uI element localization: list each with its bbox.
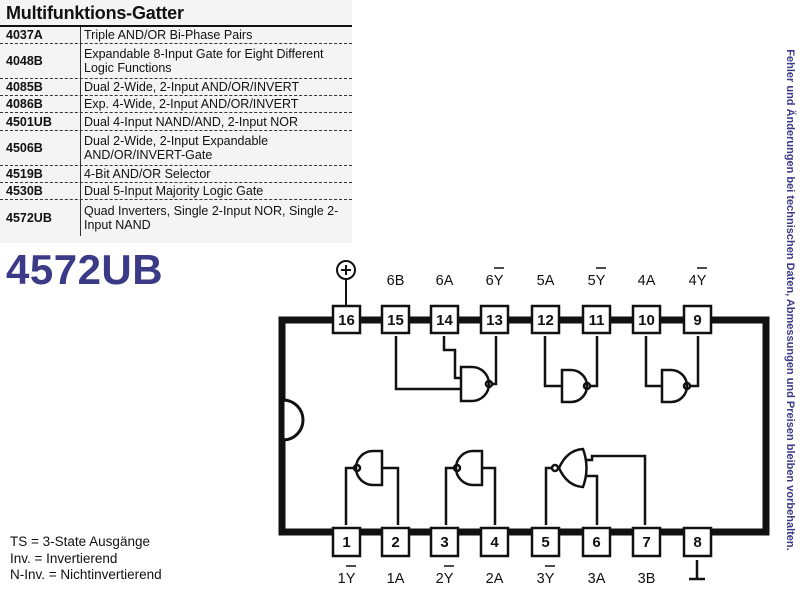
ic-number: 4085B	[6, 80, 43, 94]
bottom-pin-labels: 1Y 1A 2Y 2A 3Y 3A 3B	[338, 560, 705, 587]
pin-number: 16	[338, 312, 355, 329]
pin-7: 7	[631, 526, 662, 558]
pin-label-3: 2Y	[436, 571, 454, 587]
pin-label-9: 4Y	[689, 273, 707, 289]
pin-14: 14	[429, 304, 460, 335]
table-row: 4530B Dual 5-Input Majority Logic Gate	[0, 183, 352, 200]
pin-number: 4	[490, 534, 499, 551]
pin-number: 7	[642, 534, 650, 551]
ic-number: 4501UB	[6, 114, 52, 129]
ic-number: 4037A	[6, 28, 43, 42]
ic-description: Quad Inverters, Single 2-Input NOR, Sing…	[80, 200, 348, 236]
table-row: 4048B Expandable 8-Input Gate for Eight …	[0, 44, 352, 79]
pin-2: 2	[380, 526, 411, 558]
pin-number: 6	[592, 534, 600, 551]
pin-16: 16	[331, 304, 362, 335]
pin-label-6: 3A	[588, 571, 606, 587]
top-pin-row: 16 15 14 13 12 11 10 9	[331, 304, 713, 335]
pin-13: 13	[479, 304, 510, 335]
chip-notch	[281, 398, 305, 442]
ic-description: Dual 2-Wide, 2-Input Expandable AND/OR/I…	[80, 131, 348, 165]
ic-description: Triple AND/OR Bi-Phase Pairs	[80, 27, 348, 43]
ic-number: 4530B	[6, 184, 43, 198]
pin-number: 12	[537, 312, 554, 329]
pin-number: 3	[440, 534, 448, 551]
table-row: 4085B Dual 2-Wide, 2-Input AND/OR/INVERT	[0, 79, 352, 96]
pin-label-10: 4A	[638, 273, 656, 289]
table-row: 4519B 4-Bit AND/OR Selector	[0, 166, 352, 183]
pin-label-15: 6B	[387, 273, 405, 289]
table-row: 4506B Dual 2-Wide, 2-Input Expandable AN…	[0, 131, 352, 166]
ic-number: 4086B	[6, 97, 43, 111]
pin-number: 2	[391, 534, 399, 551]
ic-description: Dual 4-Input NAND/AND, 2-Input NOR	[80, 113, 348, 130]
pin-10: 10	[631, 304, 662, 335]
pin-label-2: 1A	[387, 571, 405, 587]
ground-icon	[689, 560, 705, 581]
pin-label-13: 6Y	[486, 273, 504, 289]
pin-5: 5	[530, 526, 561, 558]
pin-15: 15	[380, 304, 411, 335]
title-divider	[0, 25, 352, 27]
pin-4: 4	[479, 526, 510, 558]
chip-body	[278, 316, 770, 536]
ic-description: Expandable 8-Input Gate for Eight Differ…	[80, 44, 348, 78]
top-pin-labels: 6B 6A 6Y 5A 5Y 4A 4Y	[336, 260, 707, 306]
table-row: 4037A Triple AND/OR Bi-Phase Pairs	[0, 27, 352, 44]
pin-1: 1	[331, 526, 362, 558]
pin-label-14: 6A	[436, 273, 454, 289]
ic-description: Exp. 4-Wide, 2-Input AND/OR/INVERT	[80, 96, 348, 112]
pin-label-11: 5Y	[588, 273, 606, 289]
pin-number: 14	[436, 312, 453, 329]
ic-number: 4572UB	[6, 211, 52, 225]
pin-number: 15	[387, 312, 404, 329]
pin-number: 1	[342, 534, 350, 551]
chip-name-heading: 4572UB	[6, 246, 164, 293]
table-row: 4572UB Quad Inverters, Single 2-Input NO…	[0, 200, 352, 236]
inverter-gate-4	[644, 336, 700, 404]
table-row: 4086B Exp. 4-Wide, 2-Input AND/OR/INVERT	[0, 96, 352, 113]
pin-11: 11	[581, 304, 612, 335]
pin-number: 11	[589, 312, 605, 329]
ic-number: 4506B	[6, 141, 43, 155]
pin-6: 6	[581, 526, 612, 558]
legend-item: Inv. = Invertierend	[10, 550, 118, 566]
ic-description: Dual 2-Wide, 2-Input AND/OR/INVERT	[80, 79, 348, 95]
table-title: Multifunktions-Gatter	[6, 3, 184, 23]
pin-number: 13	[486, 312, 503, 329]
pin-number: 8	[693, 534, 701, 551]
table-row: 4501UB Dual 4-Input NAND/AND, 2-Input NO…	[0, 113, 352, 131]
inverter-gate-5	[543, 336, 599, 404]
pin-number: 10	[638, 312, 655, 329]
ic-description: 4-Bit AND/OR Selector	[80, 166, 348, 182]
pin-number: 9	[693, 312, 701, 329]
ic-number: 4048B	[6, 54, 43, 68]
pin-label-12: 5A	[537, 273, 555, 289]
nand-gate-6	[394, 336, 498, 403]
legend-item: TS = 3-State Ausgänge	[10, 534, 150, 549]
ic-description: Dual 5-Input Majority Logic Gate	[80, 183, 348, 199]
gates	[344, 336, 700, 525]
pin-label-1: 1Y	[338, 571, 356, 587]
legend-item: N-Inv. = Nichtinvertierend	[10, 567, 162, 582]
pin-12: 12	[530, 304, 561, 335]
ic-table-panel: Multifunktions-Gatter 4037A Triple AND/O…	[0, 0, 352, 243]
pin-label-7: 3B	[638, 571, 656, 587]
vdd-plus-icon	[336, 260, 356, 306]
pin-number: 5	[541, 534, 549, 551]
pin-9: 9	[682, 304, 713, 335]
legend: TS = 3-State Ausgänge Inv. = Invertieren…	[10, 534, 162, 584]
bottom-pin-row: 1 2 3 4 5 6 7 8	[331, 526, 713, 558]
pin-label-5: 3Y	[537, 571, 555, 587]
pin-3: 3	[429, 526, 460, 558]
nor-gate-3	[544, 447, 647, 525]
pin-label-4: 2A	[486, 571, 504, 587]
inverter-gate-1	[344, 449, 400, 525]
pin-8: 8	[682, 526, 713, 558]
ic-table: 4037A Triple AND/OR Bi-Phase Pairs 4048B…	[0, 27, 352, 236]
ic-number: 4519B	[6, 167, 43, 181]
inverter-gate-2	[444, 449, 497, 525]
